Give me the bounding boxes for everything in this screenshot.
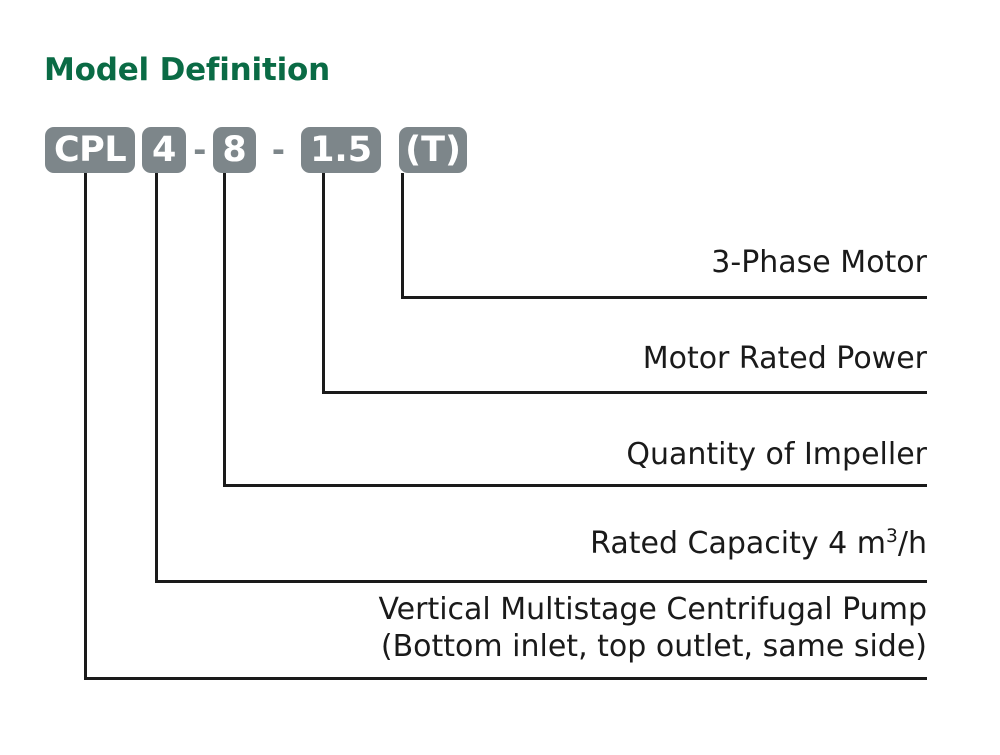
leader-line-capacity <box>155 173 927 583</box>
leader-line-power <box>322 173 927 394</box>
model-code-badge-power: 1.5 <box>301 127 382 173</box>
model-code-badge-series: CPL <box>45 127 136 173</box>
model-code-badge-capacity: 4 <box>142 127 187 173</box>
legend-label-power: Motor Rated Power <box>642 341 927 376</box>
legend-label-series: Vertical Multistage Centrifugal Pump (Bo… <box>378 592 927 665</box>
page-title: Model Definition <box>44 52 330 88</box>
legend-label-capacity-exponent: 3 <box>886 526 898 547</box>
leader-line-series <box>84 173 927 680</box>
legend-label-phase: 3-Phase Motor <box>711 245 927 280</box>
model-code-badge-phase: (T) <box>399 127 467 173</box>
legend-label-capacity-unit: /h <box>897 526 927 561</box>
model-code-badge-stages: 8 <box>213 127 256 173</box>
model-code-separator-1: - <box>193 131 207 169</box>
legend-label-capacity: Rated Capacity 4 m3/h <box>590 526 927 561</box>
model-code-separator-2: - <box>271 131 286 169</box>
legend-label-capacity-text: Rated Capacity 4 m <box>590 526 887 561</box>
leader-line-phase <box>401 173 927 299</box>
model-code-row: CPL 4 - 8 - 1.5 (T) <box>45 127 467 173</box>
legend-label-series-line1: Vertical Multistage Centrifugal Pump <box>378 592 927 627</box>
leader-line-impeller <box>223 173 927 487</box>
legend-label-series-line2: (Bottom inlet, top outlet, same side) <box>380 628 927 664</box>
legend-label-impeller: Quantity of Impeller <box>626 437 927 472</box>
